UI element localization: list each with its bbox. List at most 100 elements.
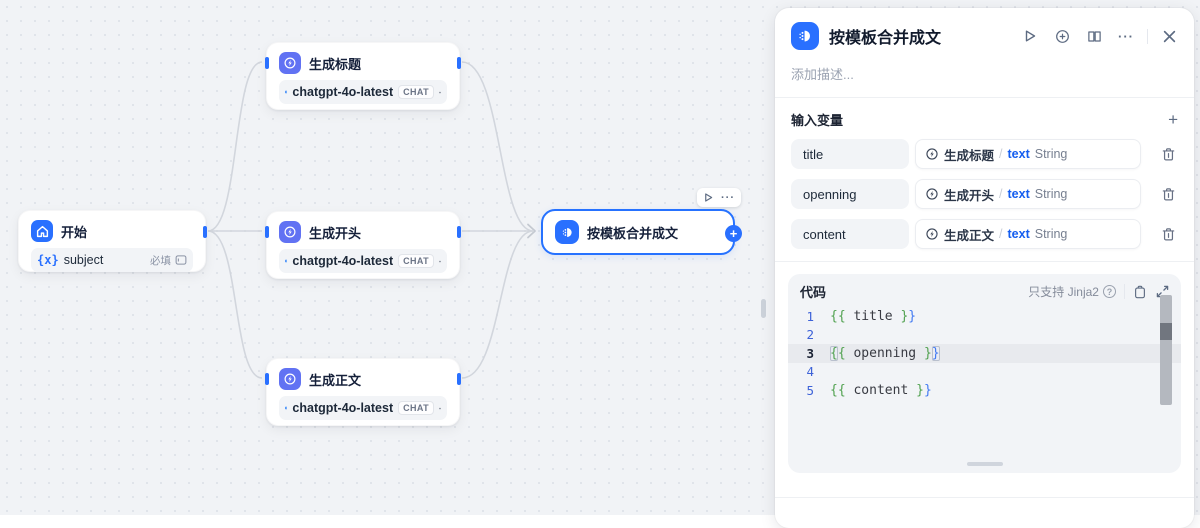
model-name: chatgpt-4o-latest: [292, 401, 393, 415]
node-title: 生成正文: [309, 370, 361, 389]
slash-separator: /: [999, 187, 1002, 201]
line-number: 2: [788, 327, 814, 342]
delete-variable-icon[interactable]: [1158, 184, 1178, 204]
openai-model-icon: [285, 84, 287, 100]
jinja-hint: 只支持 Jinja2: [1028, 283, 1099, 300]
output-handle[interactable]: [457, 373, 461, 385]
variable-value-selector[interactable]: 生成开头 / text String: [915, 179, 1141, 209]
delete-variable-icon[interactable]: [1158, 224, 1178, 244]
node-title: 生成开头: [309, 223, 361, 242]
node-start[interactable]: 开始 {x} subject 必填: [18, 210, 206, 272]
checklist-target-icon[interactable]: [1051, 25, 1073, 47]
code-line[interactable]: 2: [788, 326, 1181, 345]
input-handle[interactable]: [265, 373, 269, 385]
node-llm-opening[interactable]: 生成开头 chatgpt-4o-latest CHAT: [266, 211, 460, 279]
chat-mode-badge: CHAT: [398, 254, 434, 268]
variable-type: String: [1035, 187, 1068, 201]
slash-separator: /: [999, 227, 1002, 241]
code-line[interactable]: 4: [788, 363, 1181, 382]
model-selector[interactable]: chatgpt-4o-latest CHAT: [279, 249, 447, 273]
llm-node-icon: [279, 52, 301, 74]
line-number: 1: [788, 309, 814, 324]
edge-title-to-merge: [462, 62, 533, 231]
source-node-name: 生成正文: [944, 225, 994, 244]
slash-separator: /: [999, 147, 1002, 161]
output-handle[interactable]: [203, 226, 207, 238]
output-handle[interactable]: [457, 57, 461, 69]
input-handle[interactable]: [265, 226, 269, 238]
delete-variable-icon[interactable]: [1158, 144, 1178, 164]
start-variable-row[interactable]: {x} subject 必填: [31, 248, 193, 272]
chat-mode-badge: CHAT: [398, 85, 434, 99]
input-handle[interactable]: [265, 57, 269, 69]
chat-mode-badge: CHAT: [398, 401, 434, 415]
more-icon[interactable]: ···: [721, 192, 735, 204]
help-icon[interactable]: ?: [1103, 285, 1116, 298]
plus-icon: +: [730, 227, 738, 240]
node-merge-template[interactable]: 按模板合并成文 +: [541, 209, 735, 255]
model-name: chatgpt-4o-latest: [292, 85, 393, 99]
output-handle[interactable]: [457, 226, 461, 238]
code-line[interactable]: 3{{ openning }}: [788, 344, 1181, 363]
panel-resize-handle[interactable]: [761, 299, 766, 318]
node-llm-body[interactable]: 生成正文 chatgpt-4o-latest CHAT: [266, 358, 460, 426]
edge-body-to-merge: [462, 231, 533, 378]
run-step-icon[interactable]: [1019, 25, 1041, 47]
scrollbar-cursor-marker: [1160, 323, 1172, 340]
panel-header: 按模板合并成文 ···: [775, 8, 1194, 60]
template-transform-icon: [555, 220, 579, 244]
vision-setting-icon: [439, 255, 441, 268]
variable-value-selector[interactable]: 生成正文 / text String: [915, 219, 1141, 249]
variable-name: title: [803, 147, 823, 162]
more-icon[interactable]: ···: [1115, 25, 1137, 47]
code-line[interactable]: 5{{ content }}: [788, 381, 1181, 400]
home-icon: [31, 220, 53, 242]
source-node-name: 生成开头: [944, 185, 994, 204]
code-text: {{ openning }}: [814, 346, 940, 361]
panel-title: 按模板合并成文: [829, 24, 1019, 48]
variable-key: text: [1008, 147, 1030, 161]
divider: [775, 261, 1194, 262]
scrollbar-thumb[interactable]: [1160, 295, 1172, 405]
variable-name-input[interactable]: title: [791, 139, 909, 169]
model-selector[interactable]: chatgpt-4o-latest CHAT: [279, 80, 447, 104]
variable-name: subject: [64, 253, 104, 267]
variable-type: String: [1035, 227, 1068, 241]
openai-model-icon: [285, 400, 287, 416]
copy-icon[interactable]: [1133, 285, 1147, 299]
llm-source-icon: [925, 147, 939, 161]
run-node-icon[interactable]: [703, 192, 714, 203]
model-selector[interactable]: chatgpt-4o-latest CHAT: [279, 396, 447, 420]
vision-setting-icon: [439, 402, 441, 415]
node-hover-toolbar: ···: [697, 188, 741, 207]
variable-key: text: [1008, 187, 1030, 201]
source-node-name: 生成标题: [944, 145, 994, 164]
variable-name: content: [803, 227, 846, 242]
close-icon[interactable]: [1158, 25, 1180, 47]
code-line[interactable]: 1{{ title }}: [788, 307, 1181, 326]
add-next-node-button[interactable]: +: [725, 225, 742, 242]
node-title: 按模板合并成文: [587, 223, 678, 242]
variable-name-input[interactable]: openning: [791, 179, 909, 209]
add-variable-button[interactable]: +: [1168, 111, 1178, 128]
input-variables-header: 输入变量: [791, 110, 843, 129]
node-config-panel: 按模板合并成文 ··· 添加描述... 输入变量 + title: [775, 8, 1194, 528]
variable-name-input[interactable]: content: [791, 219, 909, 249]
edge-start-to-title: [208, 62, 262, 231]
code-resize-handle[interactable]: [967, 462, 1003, 466]
code-scrollbar[interactable]: [1160, 295, 1172, 455]
variable-value-selector[interactable]: 生成标题 / text String: [915, 139, 1141, 169]
line-number: 3: [788, 346, 814, 361]
template-transform-icon: [791, 22, 819, 50]
docs-book-icon[interactable]: [1083, 25, 1105, 47]
required-label: 必填: [150, 253, 171, 268]
node-llm-title[interactable]: 生成标题 chatgpt-4o-latest CHAT: [266, 42, 460, 110]
variable-key: text: [1008, 227, 1030, 241]
code-text: {{ content }}: [814, 383, 932, 398]
variable-name: openning: [803, 187, 857, 202]
description-placeholder[interactable]: 添加描述...: [775, 60, 1194, 97]
llm-source-icon: [925, 187, 939, 201]
model-name: chatgpt-4o-latest: [292, 254, 393, 268]
